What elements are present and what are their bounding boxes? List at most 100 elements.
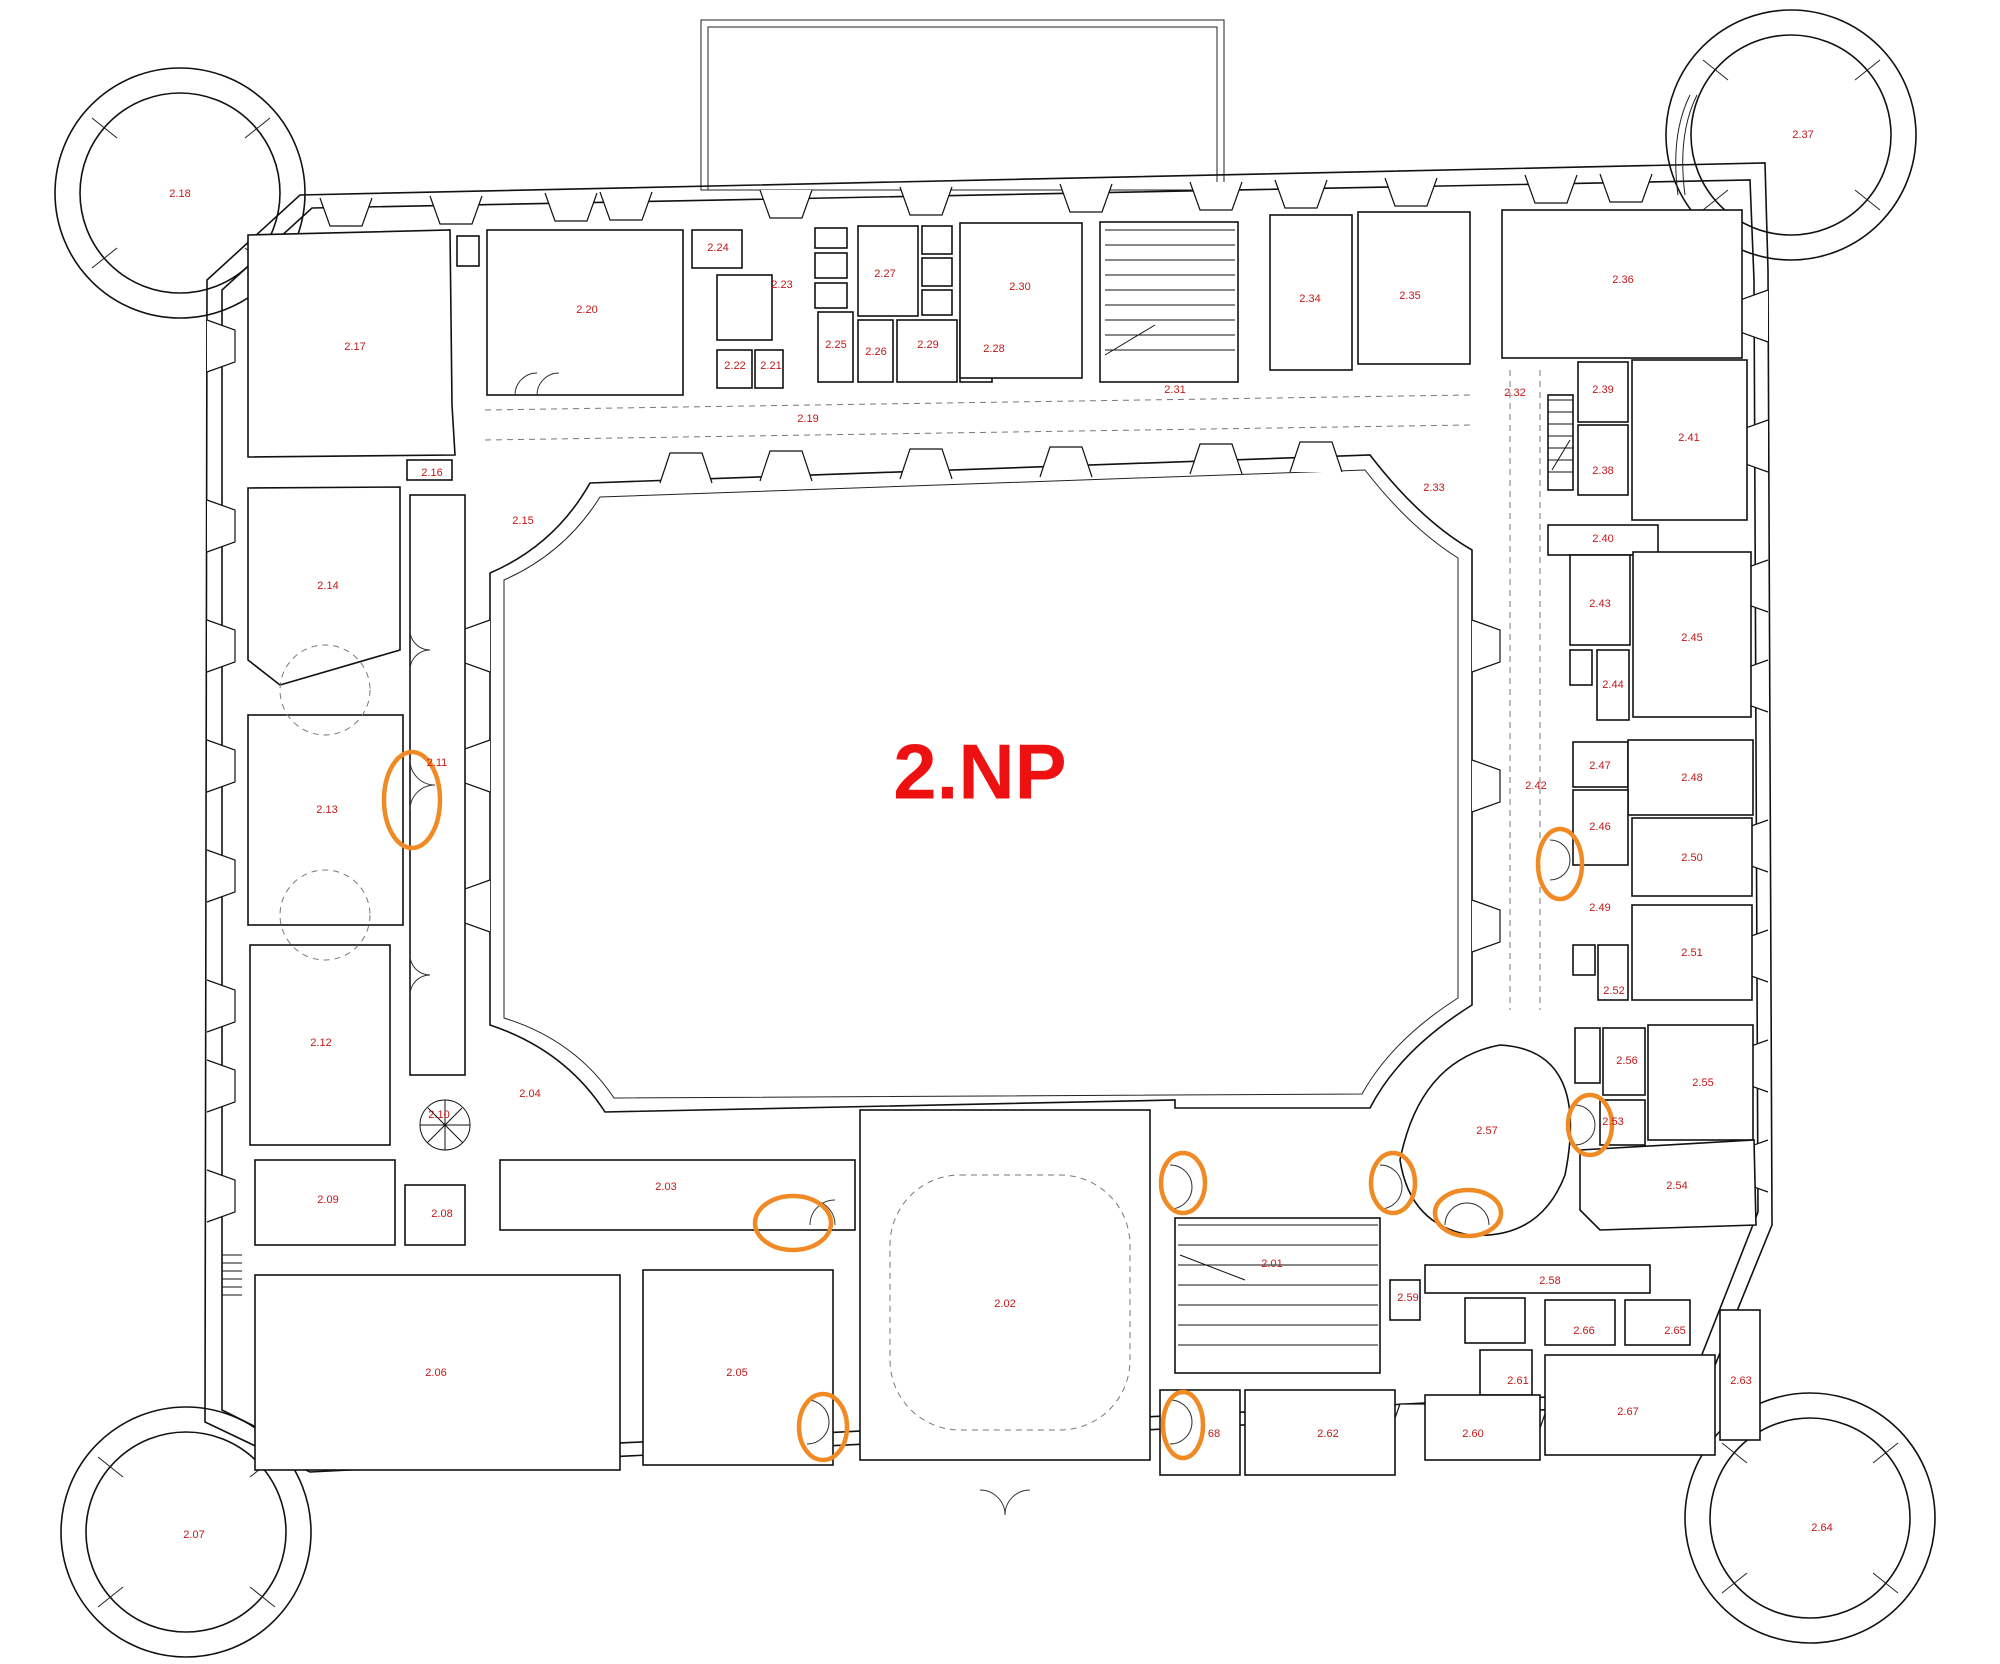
room-outline-2-36 bbox=[1501, 209, 1743, 359]
room-outline-2-51 bbox=[1631, 904, 1753, 1001]
room-outline-2-58 bbox=[1424, 1264, 1651, 1294]
room-label-2-67: 2.67 bbox=[1617, 1406, 1638, 1418]
room-outline-2-20 bbox=[486, 229, 684, 396]
room-label-68: 68 bbox=[1208, 1428, 1220, 1440]
room-outline-2-57 bbox=[1399, 1044, 1572, 1237]
room-outline-2-52 bbox=[1597, 944, 1629, 1001]
room-outline-2-26 bbox=[857, 319, 894, 383]
room-outline-2-62 bbox=[1244, 1389, 1396, 1476]
room-outline-2-16 bbox=[406, 459, 453, 481]
room-label-2-06: 2.06 bbox=[425, 1367, 446, 1379]
room-outlines bbox=[247, 209, 1761, 1476]
room-label-2-26: 2.26 bbox=[865, 346, 886, 358]
room-label-2-54: 2.54 bbox=[1666, 1180, 1687, 1192]
room-label-2-20: 2.20 bbox=[576, 304, 597, 316]
terrace bbox=[700, 19, 1225, 191]
room-label-2-09: 2.09 bbox=[317, 1194, 338, 1206]
room-label-2-48: 2.48 bbox=[1681, 772, 1702, 784]
room-label-2-07: 2.07 bbox=[183, 1529, 204, 1541]
room-label-2-44: 2.44 bbox=[1602, 679, 1623, 691]
doors bbox=[409, 372, 1596, 1516]
room-label-2-34: 2.34 bbox=[1299, 293, 1320, 305]
room-label-2-14: 2.14 bbox=[317, 580, 338, 592]
room-outline-2-54 bbox=[1579, 1139, 1757, 1231]
highlight-marker bbox=[1565, 1092, 1615, 1158]
room-label-2-43: 2.43 bbox=[1589, 598, 1610, 610]
room-outline-2-24 bbox=[691, 229, 743, 269]
room-label-2-10: 2.10 bbox=[428, 1109, 449, 1121]
room-label-2-30: 2.30 bbox=[1009, 281, 1030, 293]
highlight-marker bbox=[381, 749, 443, 851]
room-label-2-17: 2.17 bbox=[344, 341, 365, 353]
room-label-2-05: 2.05 bbox=[726, 1367, 747, 1379]
room-label-2-42: 2.42 bbox=[1525, 780, 1546, 792]
room-label-2-27: 2.27 bbox=[874, 268, 895, 280]
room-label-2-56: 2.56 bbox=[1616, 1055, 1637, 1067]
window-piers-north bbox=[319, 173, 1653, 484]
room-label-2-33: 2.33 bbox=[1423, 482, 1444, 494]
room-label-2-55: 2.55 bbox=[1692, 1077, 1713, 1089]
room-outline-2-50 bbox=[1631, 817, 1753, 897]
room-outline-2-14 bbox=[247, 486, 401, 686]
highlight-marker bbox=[796, 1391, 850, 1463]
room-label-2-64: 2.64 bbox=[1811, 1522, 1832, 1534]
room-label-2-36: 2.36 bbox=[1612, 274, 1633, 286]
room-label-2-24: 2.24 bbox=[707, 242, 728, 254]
room-outline-2-41 bbox=[1631, 359, 1748, 521]
room-label-2-08: 2.08 bbox=[431, 1208, 452, 1220]
room-label-2-32: 2.32 bbox=[1504, 387, 1525, 399]
room-label-2-49: 2.49 bbox=[1589, 902, 1610, 914]
room-label-2-12: 2.12 bbox=[310, 1037, 331, 1049]
room-outline-2-38 bbox=[1577, 424, 1629, 496]
room-label-2-65: 2.65 bbox=[1664, 1325, 1685, 1337]
room-label-2-19: 2.19 bbox=[797, 413, 818, 425]
room-outline-2-31 bbox=[1099, 221, 1239, 383]
room-label-2-02: 2.02 bbox=[994, 1298, 1015, 1310]
room-outline-2-01 bbox=[1174, 1217, 1381, 1374]
tower-se bbox=[1684, 1392, 1936, 1644]
room-label-2-62: 2.62 bbox=[1317, 1428, 1338, 1440]
room-label-2-66: 2.66 bbox=[1573, 1325, 1594, 1337]
room-outline-2-22 bbox=[716, 349, 753, 389]
room-label-2-63: 2.63 bbox=[1730, 1375, 1751, 1387]
highlight-markers bbox=[381, 749, 1615, 1463]
room-outline-2-65 bbox=[1624, 1299, 1691, 1346]
room-label-2-58: 2.58 bbox=[1539, 1275, 1560, 1287]
room-label-2-53: 2.53 bbox=[1602, 1116, 1623, 1128]
room-label-2-04: 2.04 bbox=[519, 1088, 540, 1100]
corner-towers bbox=[54, 9, 1936, 1658]
tower-nw bbox=[54, 67, 306, 319]
room-outline-2-45 bbox=[1632, 551, 1752, 718]
highlight-marker bbox=[1432, 1187, 1504, 1239]
room-label-2-52: 2.52 bbox=[1603, 985, 1624, 997]
room-outline-2-27 bbox=[857, 225, 919, 317]
highlight-marker bbox=[1160, 1389, 1206, 1461]
room-label-2-57: 2.57 bbox=[1476, 1125, 1497, 1137]
room-outline-2-34 bbox=[1269, 214, 1353, 371]
room-outline-2-06 bbox=[254, 1274, 621, 1471]
room-label-2-59: 2.59 bbox=[1397, 1292, 1418, 1304]
room-label-2-41: 2.41 bbox=[1678, 432, 1699, 444]
courtyard bbox=[489, 454, 1473, 1113]
room-outline-2-43 bbox=[1569, 554, 1631, 646]
room-label-2-28: 2.28 bbox=[983, 343, 1004, 355]
room-outline-2-17 bbox=[247, 229, 456, 458]
room-outline-2-13 bbox=[247, 714, 404, 926]
room-label-2-16: 2.16 bbox=[421, 467, 442, 479]
room-label-2-50: 2.50 bbox=[1681, 852, 1702, 864]
room-labels: 2.01 2.02 2.03 2.04 2.05 2.06 2.07 2.08 … bbox=[169, 129, 1832, 1541]
room-outline-2-48 bbox=[1627, 739, 1754, 816]
room-label-2-25: 2.25 bbox=[825, 339, 846, 351]
room-label-2-11: 2.11 bbox=[427, 757, 448, 769]
room-outline-2-12 bbox=[249, 944, 391, 1146]
room-label-2-03: 2.03 bbox=[655, 1181, 676, 1193]
room-label-2-15: 2.15 bbox=[512, 515, 533, 527]
room-label-2-29: 2.29 bbox=[917, 339, 938, 351]
room-label-2-01: 2.01 bbox=[1261, 1258, 1282, 1270]
room-outline-2-67 bbox=[1544, 1354, 1716, 1456]
room-outline-2-29 bbox=[896, 319, 958, 383]
highlight-marker bbox=[1158, 1150, 1208, 1216]
room-outline-2-35 bbox=[1357, 211, 1471, 365]
tower-ne bbox=[1665, 9, 1917, 261]
